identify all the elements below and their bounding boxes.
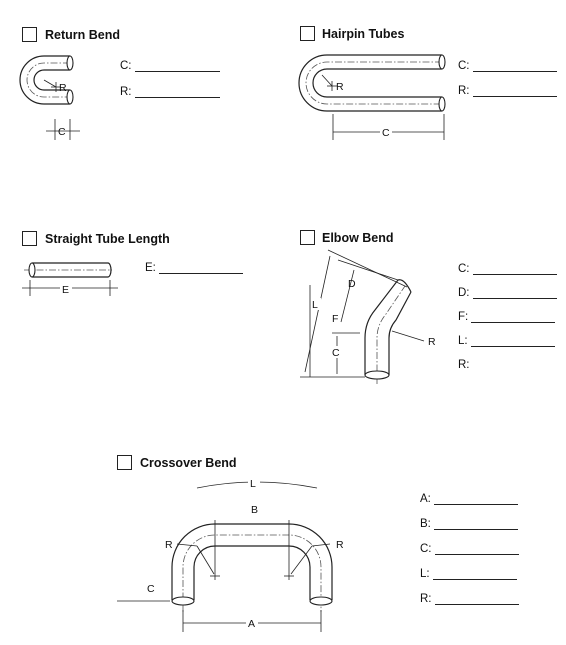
hairpin-tubes-c-field: C: [458,59,557,72]
return-bend-checkbox[interactable] [22,27,37,42]
elbow-bend-l-label-text: L: [458,335,468,347]
elbow-bend-r-label: R [428,336,436,348]
crossover-bend-l-label-text: L: [420,568,430,580]
crossover-bend-b-input[interactable] [434,517,519,530]
crossover-bend-a-input[interactable] [434,492,519,505]
return-bend-r-field: R: [120,85,220,98]
return-bend-c-field: C: [120,59,220,72]
crossover-bend-title: Crossover Bend [140,456,237,470]
crossover-bend-r-field: R: [420,592,519,605]
straight-tube-length-checkbox[interactable] [22,231,37,246]
hairpin-tubes-r-label: R [336,81,344,93]
elbow-bend-title: Elbow Bend [322,231,394,245]
crossover-bend-r-input[interactable] [434,592,519,605]
crossover-bend-r-right-label: R [336,539,344,551]
return-bend-c-label: C [58,126,66,138]
return-bend-r-label-text: R: [120,86,132,98]
hairpin-tubes-r-field: R: [458,84,557,97]
hairpin-tubes-r-label-text: R: [458,85,470,97]
crossover-bend-r-left-label: R [165,539,173,551]
straight-tube-e-field: E: [145,261,244,274]
elbow-bend-d-input[interactable] [472,286,557,299]
crossover-bend-a-label-text: A: [420,493,431,505]
crossover-bend-b-field: B: [420,517,519,530]
hairpin-tubes-c-input[interactable] [472,59,557,72]
return-bend-r-label: R [59,82,67,94]
elbow-bend-c-input[interactable] [472,262,557,275]
elbow-bend-l-input[interactable] [470,334,555,347]
crossover-bend-l-input[interactable] [432,567,517,580]
hairpin-tubes-c-label-text: C: [458,60,470,72]
crossover-bend-r-label-text: R: [420,593,432,605]
crossover-bend-checkbox[interactable] [117,455,132,470]
crossover-bend-b-label-text: B: [420,518,431,530]
hairpin-tubes-checkbox[interactable] [300,26,315,41]
crossover-bend-c-label: C [147,583,155,595]
hairpin-tubes-title: Hairpin Tubes [322,27,405,41]
elbow-bend-r-field: R: [458,359,470,371]
crossover-bend-a-label: A [248,618,255,630]
return-bend-c-label-text: C: [120,60,132,72]
crossover-bend-b-label: B [251,504,258,516]
elbow-bend-f-label-text: F: [458,311,469,323]
hairpin-tubes-r-input[interactable] [472,84,557,97]
crossover-bend-a-field: A: [420,492,519,505]
elbow-bend-checkbox[interactable] [300,230,315,245]
elbow-bend-f-input[interactable] [471,310,556,323]
crossover-bend-l-field: L: [420,567,517,580]
elbow-bend-l-label: L [312,299,318,311]
elbow-bend-d-label-text: D: [458,287,470,299]
return-bend-title: Return Bend [45,28,120,42]
elbow-bend-c-label-text: C: [458,263,470,275]
straight-tube-e-label: E [62,284,69,296]
elbow-bend-d-label: D [348,278,356,290]
straight-tube-e-label-text: E: [145,262,156,274]
elbow-bend-d-field: D: [458,286,557,299]
crossover-bend-c-input[interactable] [434,542,519,555]
elbow-bend-f-field: F: [458,310,556,323]
crossover-bend-c-field: C: [420,542,519,555]
elbow-bend-l-field: L: [458,334,555,347]
elbow-bend-f-label: F [332,313,338,325]
straight-tube-length-title: Straight Tube Length [45,232,170,246]
elbow-bend-r-label-text: R: [458,359,470,371]
crossover-bend-l-label: L [250,478,256,490]
crossover-bend-c-label-text: C: [420,543,432,555]
return-bend-c-input[interactable] [134,59,220,72]
straight-tube-e-input[interactable] [159,261,244,274]
elbow-bend-c-label: C [332,347,340,359]
hairpin-tubes-c-label: C [382,127,390,139]
elbow-bend-c-field: C: [458,262,557,275]
return-bend-r-input[interactable] [134,85,220,98]
